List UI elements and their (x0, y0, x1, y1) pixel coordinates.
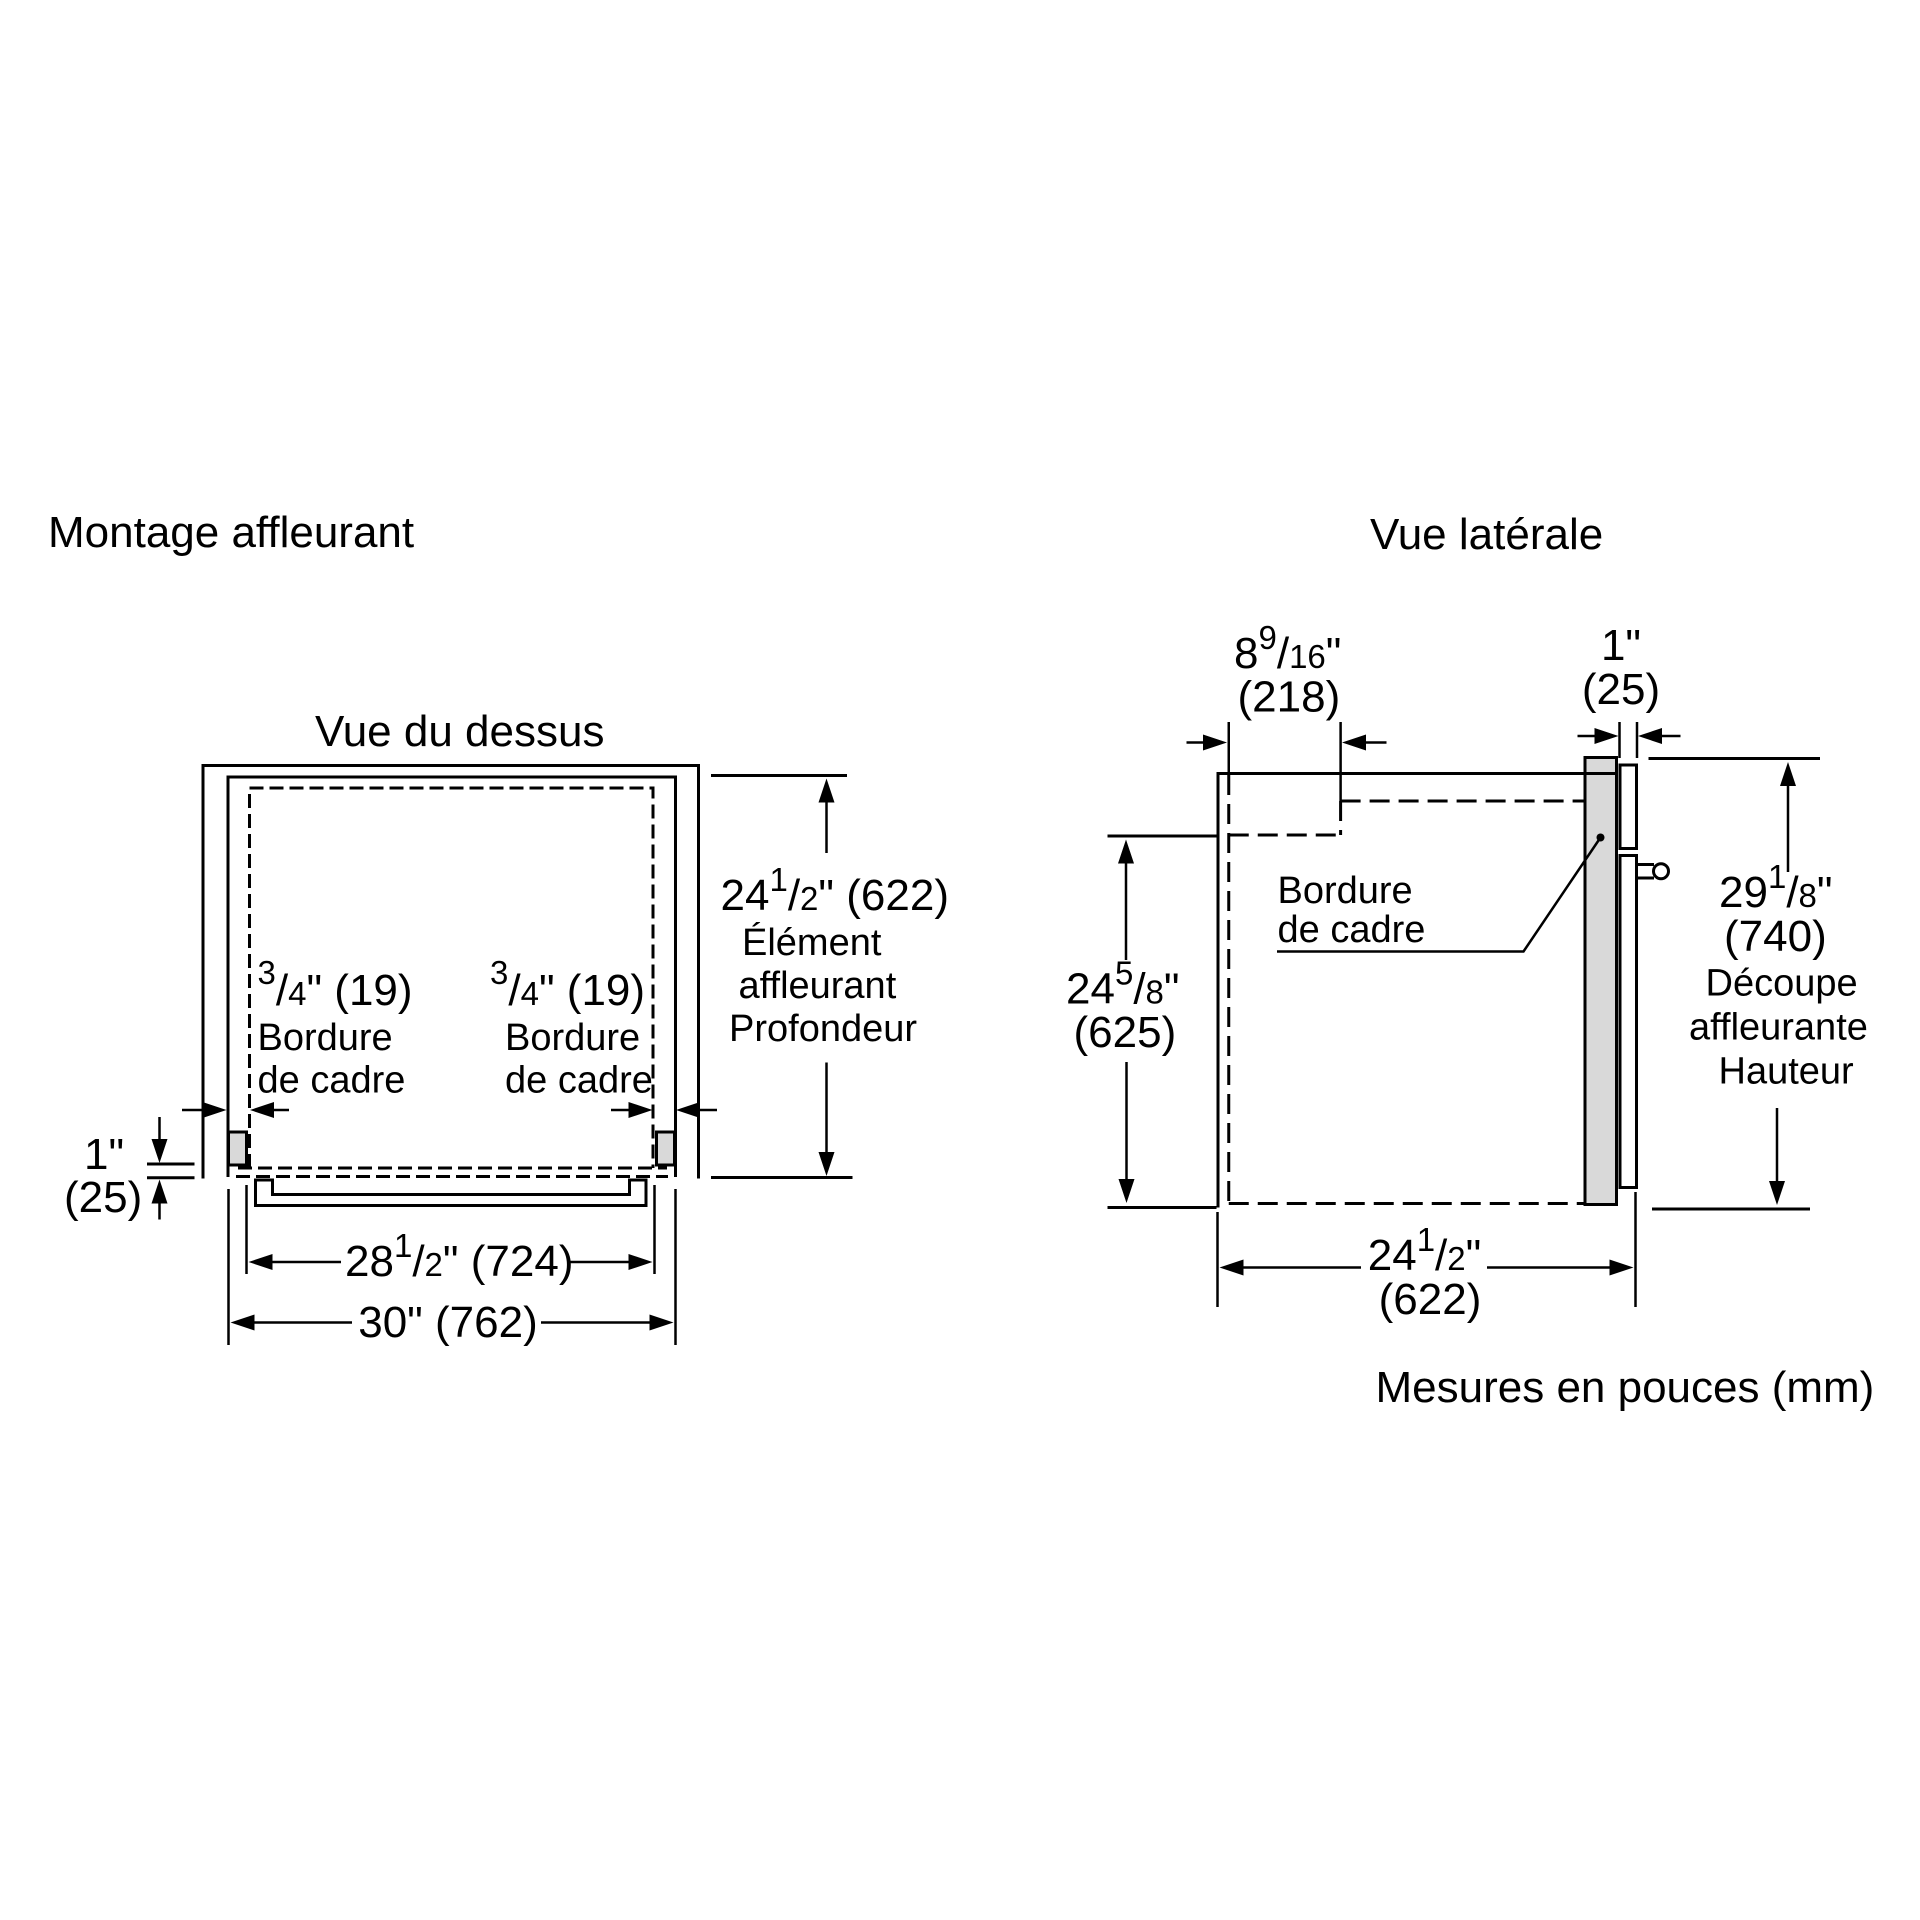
svg-text:3/4" (19): 3/4" (19) (490, 954, 645, 1015)
svg-text:Élément: Élément (742, 921, 882, 964)
svg-text:Montage affleurant: Montage affleurant (48, 508, 414, 557)
svg-text:(25): (25) (64, 1173, 142, 1222)
svg-text:Mesures en pouces (mm): Mesures en pouces (mm) (1376, 1363, 1875, 1412)
svg-text:Bordure: Bordure (1278, 870, 1413, 912)
svg-text:Vue du dessus: Vue du dessus (315, 707, 604, 756)
svg-text:(740): (740) (1724, 912, 1827, 961)
svg-text:1": 1" (84, 1130, 124, 1179)
svg-text:Découpe: Découpe (1706, 963, 1858, 1005)
svg-text:(25): (25) (1582, 665, 1660, 714)
svg-text:30" (762): 30" (762) (358, 1298, 538, 1347)
svg-text:281/2" (724): 281/2" (724) (345, 1227, 573, 1286)
svg-text:de cadre: de cadre (505, 1060, 653, 1102)
svg-text:3/4" (19): 3/4" (19) (258, 954, 413, 1015)
svg-text:Hauteur: Hauteur (1719, 1051, 1855, 1093)
svg-text:de cadre: de cadre (258, 1060, 406, 1102)
svg-text:(622): (622) (1379, 1275, 1482, 1324)
svg-text:affleurant: affleurant (739, 965, 897, 1007)
svg-text:1": 1" (1601, 621, 1641, 670)
svg-text:de cadre: de cadre (1278, 909, 1426, 951)
svg-text:Bordure: Bordure (258, 1017, 393, 1059)
svg-text:241/2" (622): 241/2" (622) (721, 861, 949, 920)
svg-text:Bordure: Bordure (505, 1017, 640, 1059)
svg-text:(218): (218) (1238, 673, 1341, 722)
svg-text:Vue latérale: Vue latérale (1370, 510, 1603, 559)
svg-text:affleurante: affleurante (1689, 1007, 1868, 1049)
svg-text:Profondeur: Profondeur (729, 1008, 917, 1050)
svg-text:(625): (625) (1074, 1008, 1177, 1057)
